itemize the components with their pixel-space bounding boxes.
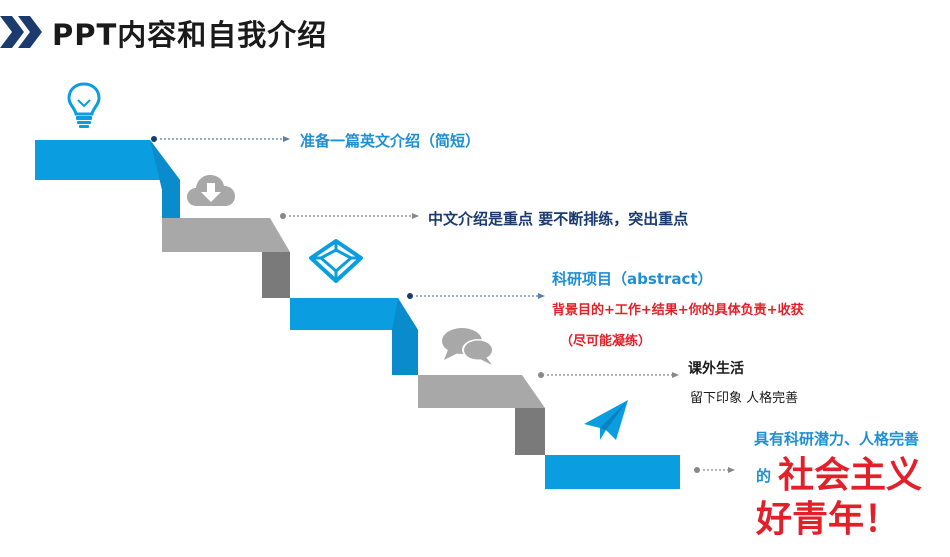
page-title: PPT内容和自我介绍 bbox=[52, 18, 328, 52]
step-1-riser bbox=[150, 140, 180, 218]
step-3-detail: 背景目的+工作+结果+你的具体负责+收获 bbox=[552, 303, 804, 318]
connector-5 bbox=[694, 467, 735, 473]
title-bar: PPT内容和自我介绍 bbox=[0, 8, 600, 56]
step-3-note: （尽可能凝练） bbox=[560, 334, 652, 349]
connector-3 bbox=[407, 293, 545, 299]
step-2-tread bbox=[162, 218, 290, 252]
cloud-download-icon bbox=[187, 175, 235, 206]
step-4-detail: 留下印象 人格完善 bbox=[690, 391, 799, 406]
step-5-slogan-line1: 社会主义 bbox=[778, 455, 923, 496]
double-chevron-icon bbox=[0, 16, 42, 48]
chat-bubbles-icon bbox=[442, 328, 494, 365]
step-2-text: 中文介绍是重点 要不断排练，突出重点 bbox=[428, 210, 689, 228]
step-3-title: 科研项目（abstract） bbox=[552, 270, 713, 288]
step-5-line1: 具有科研潜力、人格完善 bbox=[754, 430, 920, 448]
lightbulb-icon bbox=[67, 82, 101, 128]
paper-plane-icon bbox=[584, 400, 628, 440]
connector-2 bbox=[280, 213, 419, 219]
step-2-riser bbox=[262, 252, 290, 298]
step-3-riser bbox=[392, 298, 418, 375]
step-3-tread bbox=[290, 298, 418, 330]
step-1-tread bbox=[35, 140, 180, 180]
connector-1 bbox=[151, 136, 290, 142]
step-4-title: 课外生活 bbox=[688, 361, 744, 377]
step-5-tread bbox=[545, 455, 680, 489]
connector-4 bbox=[538, 372, 679, 378]
step-5-slogan-line2: 好青年！ bbox=[756, 499, 901, 540]
step-4-riser bbox=[515, 408, 545, 455]
step-4-tread bbox=[418, 375, 545, 408]
step-1-text: 准备一篇英文介绍（简短） bbox=[300, 132, 481, 150]
step-5-prefix: 的 bbox=[756, 467, 772, 485]
codepen-cube-icon bbox=[309, 239, 363, 283]
